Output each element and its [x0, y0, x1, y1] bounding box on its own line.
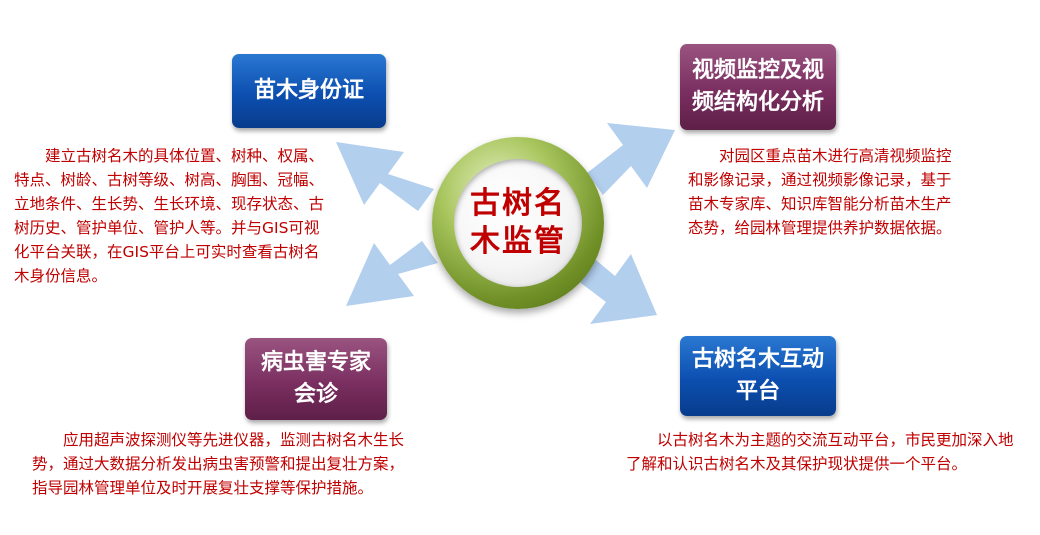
center-hub: 古树名木监管: [432, 137, 604, 309]
arrow-top-left-icon: [336, 142, 434, 211]
arrow-top-right-icon: [587, 123, 675, 195]
node-video-monitoring: 视频监控及视频结构化分析: [680, 44, 836, 130]
center-hub-inner: 古树名木监管: [454, 159, 582, 287]
node-pest-consultation-description: 应用超声波探测仪等先进仪器，监测古树名木生长势，通过大数据分析发出病虫害预警和提…: [32, 431, 405, 497]
node-seedling-id-card-title: 苗木身份证: [253, 78, 364, 103]
node-seedling-id-card: 苗木身份证: [232, 54, 386, 128]
node-pest-consultation: 病虫害专家会诊: [245, 338, 387, 420]
node-pest-consultation-title: 病虫害专家会诊: [260, 350, 371, 407]
center-title: 古树名木监管: [470, 186, 566, 259]
node-interactive-platform-title: 古树名木互动平台: [691, 347, 824, 404]
node-video-monitoring-description: 对园区重点苗木进行高清视频监控和影像记录，通过视频影像记录，基于苗木专家库、知识…: [688, 147, 952, 237]
node-interactive-platform-description: 以古树名木为主题的交流互动平台，市民更加深入地了解和认识古树名木及其保护现状提供…: [626, 431, 1014, 473]
arrow-bottom-left-icon: [346, 241, 438, 306]
node-seedling-id-card-description: 建立古树名木的具体位置、树种、权属、特点、树龄、古树等级、树高、胸围、冠幅、立地…: [14, 147, 325, 285]
node-interactive-platform: 古树名木互动平台: [680, 336, 836, 416]
node-video-monitoring-title: 视频监控及视频结构化分析: [691, 58, 824, 115]
